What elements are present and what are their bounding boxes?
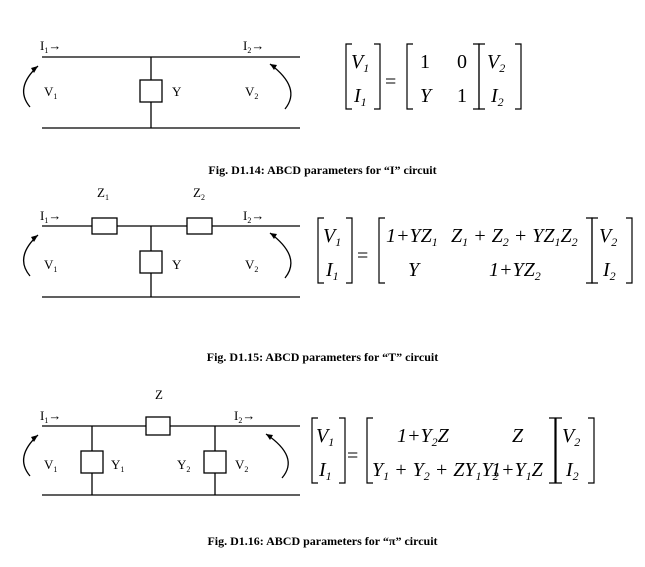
i1-label: I1→	[40, 208, 61, 225]
lhs-bracket-right	[374, 43, 381, 110]
matrix-bracket-right	[549, 417, 556, 484]
lhs-bracket-left	[345, 43, 352, 110]
matrix-b: Z	[512, 425, 524, 447]
z-label: Z	[155, 387, 163, 402]
matrix-bracket-left	[366, 417, 373, 484]
i2-label: I2→	[234, 408, 255, 425]
v2-label: V2	[245, 84, 258, 101]
v2-arrowhead-icon	[270, 233, 277, 239]
matrix-b: 0	[457, 51, 467, 73]
v1-arrowhead-icon	[31, 235, 38, 242]
lhs-bracket-left	[317, 217, 324, 284]
figure-t-circuit: Z1 Z2 I1→ I2→ V1 V2 Y V1 I1 = 1+YZ1 Z1 +…	[0, 180, 645, 370]
lhs-bracket-right	[339, 417, 346, 484]
matrix-a: 1	[420, 51, 430, 73]
v1-arrowhead-icon	[31, 435, 38, 442]
matrix-bracket-right	[473, 43, 480, 110]
rhs-v2: V2	[599, 225, 617, 249]
lhs-v1: V1	[316, 425, 334, 449]
lhs-i1: I1	[318, 459, 332, 483]
lhs-v1: V1	[323, 225, 341, 249]
rhs-i2: I2	[602, 259, 616, 283]
v2-arrow-arc	[265, 433, 289, 479]
i1-label: I1→	[40, 38, 61, 55]
figure-caption: Fig. D1.15: ABCD parameters for “T” circ…	[206, 350, 439, 364]
rhs-v2: V2	[487, 51, 505, 75]
lhs-bracket-left	[311, 417, 318, 484]
admittance-y-box	[139, 250, 163, 274]
matrix-bracket-left	[406, 43, 413, 110]
i2-label: I2→	[243, 208, 264, 225]
rhs-bracket-left	[591, 217, 598, 284]
i-circuit-diagram: I1→ I2→ V1 V2 Y V1 I1 = 1 0 Y 1 V2 I2	[22, 38, 522, 129]
pi-circuit-diagram: Z I1→ I2→ V1 Y1 Y2 V2 V1 I1 = 1+Y2Z Z Y1…	[22, 387, 595, 496]
admittance-y-box	[139, 79, 163, 103]
y-label: Y	[172, 84, 182, 99]
equals-sign: =	[347, 445, 358, 467]
v1-arrow-arc	[22, 434, 39, 477]
v1-label: V1	[44, 457, 57, 474]
impedance-z-box	[145, 416, 171, 436]
v2-arrow-arc	[269, 63, 292, 110]
matrix-bracket-left	[378, 217, 385, 284]
matrix-d: 1	[457, 85, 467, 107]
rhs-v2: V2	[562, 425, 580, 449]
matrix-a: 1+YZ1	[386, 225, 438, 249]
v1-label: V1	[44, 257, 57, 274]
v2-arrowhead-icon	[270, 64, 277, 70]
lhs-i1: I1	[353, 85, 367, 109]
matrix-bracket-right	[586, 217, 593, 284]
impedance-z2-box	[186, 217, 213, 235]
lhs-i1: I1	[325, 259, 339, 283]
figure-caption: Fig. D1.14: ABCD parameters for “I” circ…	[208, 163, 437, 177]
v2-label: V2	[245, 257, 258, 274]
rhs-bracket-left	[478, 43, 485, 110]
i2-label: I2→	[243, 38, 264, 55]
figure-i-circuit: I1→ I2→ V1 V2 Y V1 I1 = 1 0 Y 1 V2 I2 Fi…	[0, 0, 645, 180]
v1-arrow-arc	[22, 234, 39, 277]
matrix-d: 1+YZ2	[489, 259, 541, 283]
v1-arrowhead-icon	[31, 66, 38, 73]
t-abcd-equation: V1 I1 = 1+YZ1 Z1 + Z2 + YZ1Z2 Y 1+YZ2 V2…	[317, 217, 633, 284]
z1-label: Z1	[97, 185, 109, 202]
pi-abcd-equation: V1 I1 = 1+Y2Z Z Y1 + Y2 + ZY1Y2 1+Y1Z V2…	[311, 417, 595, 484]
rhs-i2: I2	[565, 459, 579, 483]
z2-label: Z2	[193, 185, 205, 202]
t-circuit-diagram: Z1 Z2 I1→ I2→ V1 V2 Y V1 I1 = 1+YZ1 Z1 +…	[22, 185, 633, 298]
equals-sign: =	[385, 71, 396, 93]
admittance-y1-box	[80, 450, 104, 474]
rhs-bracket-right	[588, 417, 595, 484]
v1-arrow-arc	[22, 65, 39, 108]
matrix-a: 1+Y2Z	[397, 425, 450, 449]
rhs-bracket-right	[515, 43, 522, 110]
impedance-z1-box	[91, 217, 118, 235]
matrix-c: Y	[408, 259, 421, 281]
v2-arrowhead-icon	[266, 434, 273, 440]
matrix-c: Y1 + Y2 + ZY1Y2	[372, 459, 499, 483]
matrix-d: 1+Y1Z	[491, 459, 544, 483]
y-label: Y	[172, 257, 182, 272]
y2-label: Y2	[177, 457, 190, 474]
v1-label: V1	[44, 84, 57, 101]
matrix-c: Y	[420, 85, 433, 107]
i1-label: I1→	[40, 408, 61, 425]
rhs-i2: I2	[490, 85, 504, 109]
admittance-y2-box	[203, 450, 227, 474]
matrix-b: Z1 + Z2 + YZ1Z2	[451, 225, 578, 249]
equals-sign: =	[357, 245, 368, 267]
figure-caption: Fig. D1.16: ABCD parameters for “π” circ…	[207, 534, 438, 548]
v2-arrow-arc	[269, 232, 292, 279]
y1-label: Y1	[111, 457, 124, 474]
rhs-bracket-right	[626, 217, 633, 284]
v2-label: V2	[235, 457, 248, 474]
figure-pi-circuit: Z I1→ I2→ V1 Y1 Y2 V2 V1 I1 = 1+Y2Z Z Y1…	[0, 380, 645, 567]
rhs-bracket-left	[555, 417, 562, 484]
lhs-bracket-right	[346, 217, 353, 284]
lhs-v1: V1	[351, 51, 369, 75]
i-abcd-equation: V1 I1 = 1 0 Y 1 V2 I2	[345, 43, 522, 110]
